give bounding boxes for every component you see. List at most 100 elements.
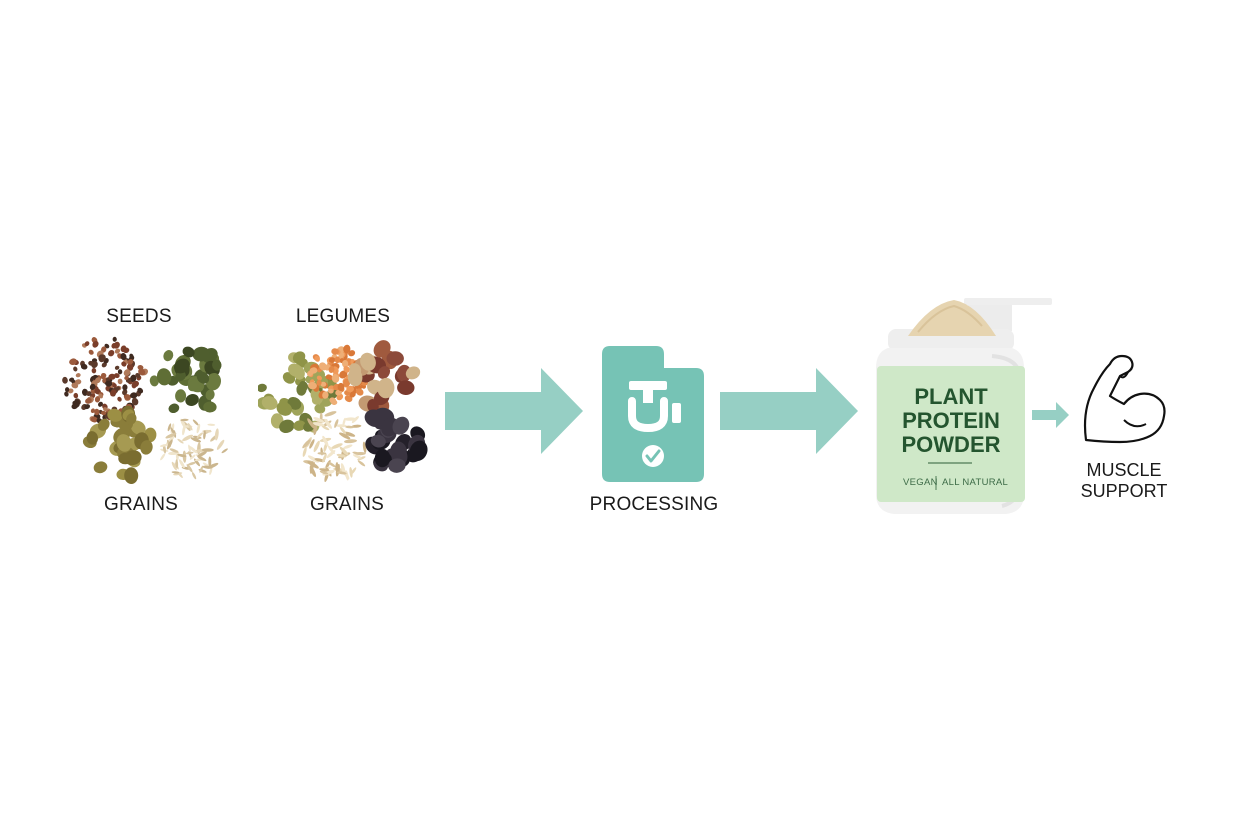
seed-particle [112, 383, 117, 388]
seed-particle [182, 346, 195, 358]
seed-particle [103, 407, 108, 412]
seed-particle [73, 366, 78, 372]
product-tag-natural: ALL NATURAL [942, 477, 1009, 488]
seed-particle [189, 446, 198, 454]
seed-particle [89, 383, 96, 391]
seed-particle [149, 375, 159, 387]
seed-particle [364, 409, 385, 428]
seed-particle [88, 349, 94, 355]
seed-particle [208, 456, 212, 468]
seed-particle [199, 465, 204, 473]
seed-particle [135, 373, 141, 378]
outcome-label-line1: MUSCLE [1086, 460, 1162, 480]
seed-particle [192, 419, 199, 426]
seed-particle [175, 389, 187, 403]
seed-particle [203, 401, 217, 413]
arrow-to-product [720, 368, 858, 454]
seed-particle [335, 462, 339, 472]
seed-particle [216, 439, 225, 450]
seed-particle [122, 389, 128, 396]
seed-particle [100, 374, 106, 380]
seed-particle [191, 472, 197, 480]
grains-label-1: GRAINS [103, 494, 179, 515]
seed-particle [138, 368, 146, 376]
seed-particle [175, 459, 179, 469]
seeds-label: SEEDS [106, 306, 172, 327]
seed-particle [159, 444, 168, 447]
seed-particle [107, 408, 123, 422]
seed-particle [331, 374, 340, 383]
seed-particle [75, 373, 81, 378]
seed-particle [405, 366, 421, 380]
seed-particle [373, 340, 391, 358]
seed-particle [319, 362, 327, 371]
seed-particle [324, 418, 332, 429]
seed-particle [182, 434, 194, 442]
seed-particle [343, 378, 351, 388]
seed-particle [105, 380, 113, 387]
seed-particle [173, 472, 183, 476]
seed-particle [85, 398, 92, 404]
seed-particle [314, 355, 320, 362]
seed-particle [90, 408, 95, 414]
seed-particle [345, 425, 355, 429]
seed-particle [117, 396, 122, 402]
arrow-to-outcome [1032, 402, 1069, 428]
seed-particle [212, 359, 222, 371]
seed-particle [302, 439, 311, 449]
seed-particle [197, 451, 207, 458]
seed-particle [313, 440, 320, 453]
seed-particle [185, 451, 194, 455]
seed-particle [187, 422, 193, 431]
seed-particle [189, 454, 196, 460]
seed-particle [167, 423, 172, 432]
seed-particle [341, 360, 349, 368]
seed-particle [327, 388, 334, 394]
seed-particle [316, 375, 322, 381]
seed-particle [309, 461, 314, 474]
seed-particle [355, 388, 364, 396]
seed-particle [126, 413, 137, 425]
seed-particle [299, 381, 309, 391]
seed-particle [327, 374, 333, 381]
seed-particle [124, 394, 131, 401]
seed-particle [80, 363, 88, 370]
seed-particle [321, 425, 330, 431]
product-tag-vegan: VEGAN [903, 477, 938, 488]
seed-particle [108, 373, 116, 380]
seed-particle [112, 336, 117, 342]
seed-particle [349, 467, 353, 478]
seed-particle [171, 461, 177, 471]
seed-particle [166, 439, 173, 450]
seed-particle [328, 357, 336, 363]
seed-particle [288, 363, 303, 377]
seed-particle [377, 366, 391, 379]
seed-particle [336, 424, 347, 428]
seed-particle [334, 356, 341, 364]
seed-particle [69, 358, 77, 365]
legumes-grains-cluster [258, 340, 428, 482]
seed-particle [178, 459, 185, 469]
processing-machine-icon [602, 346, 704, 482]
seed-particle [348, 350, 356, 357]
seed-particle [309, 439, 315, 449]
seed-particle [120, 345, 127, 353]
seed-particle [339, 426, 347, 435]
legumes-label: LEGUMES [295, 306, 391, 327]
seed-particle [118, 452, 133, 465]
seed-particle [324, 411, 337, 417]
seed-particle [185, 394, 199, 406]
seed-particle [322, 391, 329, 399]
seed-particle [98, 393, 103, 399]
seed-particle [130, 420, 146, 435]
seed-particle [329, 397, 337, 404]
seed-particle [110, 389, 117, 397]
seed-particle [131, 382, 137, 389]
seed-particle [336, 453, 347, 458]
seed-particle [307, 455, 319, 463]
seed-particle [261, 396, 278, 410]
seed-particle [392, 416, 410, 435]
seed-particle [69, 377, 75, 382]
seed-particle [127, 358, 134, 365]
seed-particle [198, 469, 207, 473]
